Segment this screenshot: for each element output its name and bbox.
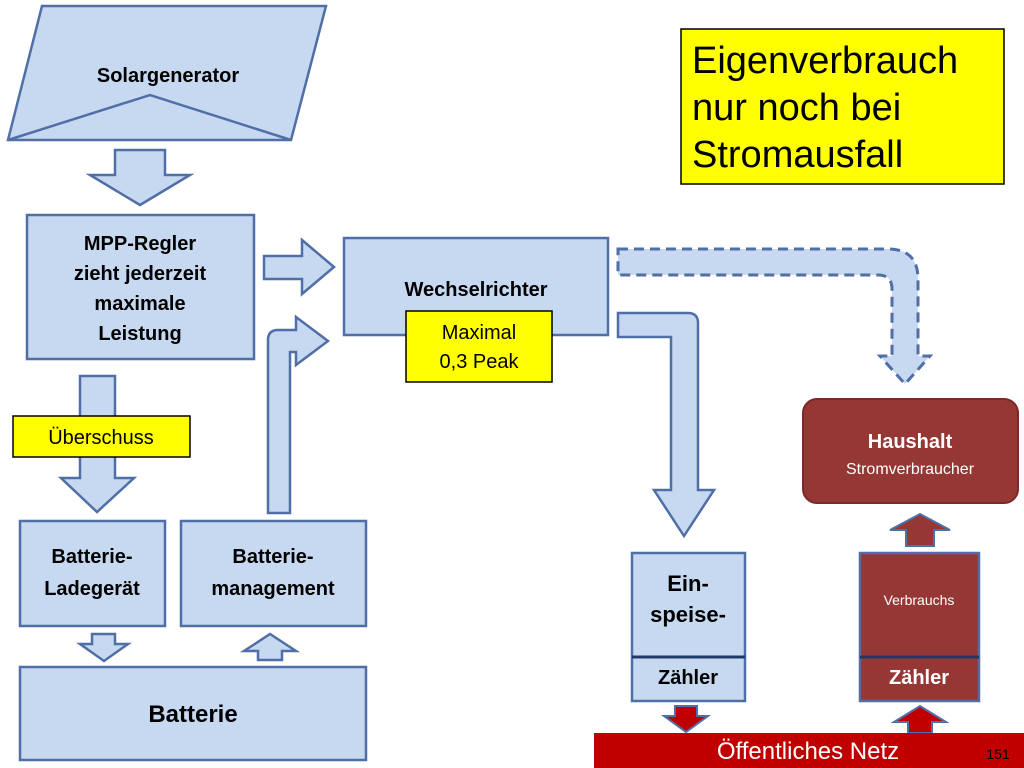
einspeise-zaehler-node: Ein- speise- Zähler	[630, 551, 747, 703]
batterie-label: Batterie	[148, 701, 237, 728]
arrow-solar-to-mpp	[85, 148, 195, 207]
mpp-line-2: zieht jederzeit	[74, 263, 207, 285]
einspeise-line-1: Ein-	[667, 571, 709, 596]
ueberschuss-note: Überschuss	[12, 415, 191, 458]
ladegeraet-line-1: Batterie-	[51, 546, 132, 568]
arrow-netz-to-verbrauchs	[890, 704, 950, 734]
arrow-ladegeraet-to-batterie	[76, 632, 132, 663]
arrow-wechselrichter-to-einspeise	[616, 311, 717, 539]
arrow-einspeise-to-netz	[660, 705, 712, 734]
mpp-line-1: MPP-Regler	[84, 233, 196, 255]
arrow-batterie-to-management	[239, 632, 301, 662]
callout-line-1: Eigenverbrauch	[692, 40, 958, 82]
verbrauchs-label: Verbrauchs	[884, 592, 955, 608]
haushalt-title: Haushalt	[868, 431, 953, 453]
einspeise-zaehler-label: Zähler	[658, 667, 718, 689]
callout-line-2: nur noch bei	[692, 87, 901, 129]
verbrauchs-zaehler-label: Zähler	[889, 667, 949, 689]
callout-line-3: Stromausfall	[692, 134, 903, 176]
mpp-line-4: Leistung	[98, 323, 181, 345]
mpp-regler-node: MPP-Regler zieht jederzeit maximale Leis…	[25, 213, 256, 361]
maximal-peak-note: Maximal 0,3 Peak	[405, 310, 553, 383]
batterie-ladegeraet-node: Batterie- Ladegerät	[18, 519, 167, 628]
batterie-management-node: Batterie- management	[179, 519, 368, 628]
maximal-line-2: 0,3 Peak	[440, 351, 520, 373]
haushalt-subtitle: Stromverbraucher	[846, 461, 975, 478]
ueberschuss-label: Überschuss	[48, 427, 154, 449]
ladegeraet-line-2: Ladegerät	[44, 578, 140, 600]
page-number: 151	[986, 746, 1010, 762]
arrow-management-to-wechselrichter	[266, 314, 331, 515]
solargenerator-label: Solargenerator	[97, 65, 239, 87]
batterie-node: Batterie	[18, 665, 368, 762]
oeffentliches-netz-bar: Öffentliches Netz 151	[594, 733, 1024, 768]
verbrauchs-zaehler-node: Verbrauchs Zähler	[858, 551, 981, 703]
management-line-2: management	[211, 578, 335, 600]
solargenerator-node: Solargenerator	[6, 4, 328, 142]
arrow-verbrauchs-to-haushalt	[889, 512, 951, 547]
management-line-1: Batterie-	[232, 546, 313, 568]
arrow-mpp-to-wechselrichter	[262, 237, 336, 297]
dashed-arrow-wechselrichter-to-haushalt	[616, 247, 934, 387]
maximal-line-1: Maximal	[442, 322, 516, 344]
callout-eigenverbrauch: Eigenverbrauch nur noch bei Stromausfall	[680, 28, 1005, 185]
mpp-line-3: maximale	[94, 293, 185, 315]
haushalt-node: Haushalt Stromverbraucher	[802, 398, 1019, 504]
einspeise-line-2: speise-	[650, 602, 726, 627]
netz-label: Öffentliches Netz	[717, 738, 899, 765]
wechselrichter-label: Wechselrichter	[404, 279, 547, 301]
